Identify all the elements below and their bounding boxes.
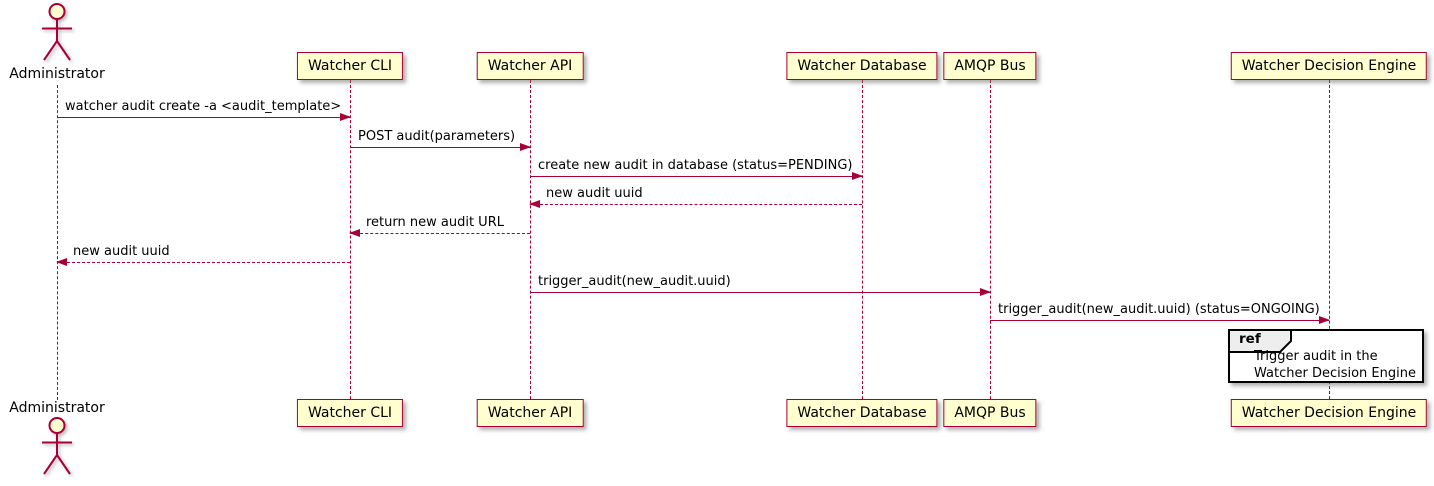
ref-fragment: ref Trigger audit in the Watcher Decisio…	[1228, 329, 1424, 383]
arrowhead-left-icon	[529, 200, 540, 208]
actor-label-administrator-top: Administrator	[9, 66, 105, 82]
message-label: trigger_audit(new_audit.uuid) (status=ON…	[998, 302, 1320, 317]
arrowhead-left-icon	[349, 229, 360, 237]
ref-tab-shape-icon	[1228, 329, 1292, 353]
participant-amqp-bus-bottom: AMQP Bus	[943, 399, 1037, 427]
message-label: POST audit(parameters)	[358, 129, 516, 144]
arrowhead-right-icon	[852, 172, 863, 180]
participant-watcher-cli-bottom: Watcher CLI	[296, 399, 404, 427]
lifeline-watcher-database	[862, 80, 863, 399]
message-label: return new audit URL	[366, 215, 504, 230]
message-label: create new audit in database (status=PEN…	[538, 158, 853, 173]
participant-watcher-cli-top: Watcher CLI	[296, 52, 404, 80]
ref-text: Trigger audit in the Watcher Decision En…	[1254, 348, 1416, 382]
message-label: new audit uuid	[546, 186, 643, 201]
lifeline-amqp-bus	[990, 80, 991, 399]
arrowhead-left-icon	[56, 258, 67, 266]
message-line	[530, 176, 862, 177]
message-line	[530, 292, 990, 293]
message-line	[57, 262, 350, 263]
participant-watcher-api-top: Watcher API	[476, 52, 584, 80]
participant-watcher-decision-engine-top: Watcher Decision Engine	[1230, 52, 1428, 80]
participant-watcher-api-bottom: Watcher API	[476, 399, 584, 427]
arrowhead-right-icon	[520, 143, 531, 151]
ref-text-line: Trigger audit in the	[1254, 349, 1378, 364]
message-line	[350, 233, 530, 234]
participant-watcher-decision-engine-bottom: Watcher Decision Engine	[1230, 399, 1428, 427]
ref-text-line: Watcher Decision Engine	[1254, 366, 1416, 381]
participant-watcher-database-bottom: Watcher Database	[786, 399, 938, 427]
message-label: watcher audit create -a <audit_template>	[65, 99, 342, 114]
message-label: trigger_audit(new_audit.uuid)	[538, 274, 731, 289]
message-line	[530, 204, 862, 205]
ref-tab: ref	[1228, 329, 1300, 353]
arrowhead-right-icon	[980, 288, 991, 296]
arrowhead-right-icon	[1319, 316, 1330, 324]
message-line	[57, 117, 350, 118]
actor-label-administrator-bottom: Administrator	[9, 400, 105, 416]
person-icon	[35, 416, 79, 482]
person-icon	[35, 2, 79, 68]
ref-keyword: ref	[1239, 331, 1261, 347]
lifeline-watcher-cli	[350, 80, 351, 399]
participant-amqp-bus-top: AMQP Bus	[943, 52, 1037, 80]
message-label: new audit uuid	[73, 244, 170, 259]
lifeline-watcher-api	[530, 80, 531, 399]
message-line	[350, 147, 530, 148]
lifeline-watcher-decision-engine	[1329, 80, 1330, 399]
arrowhead-right-icon	[340, 113, 351, 121]
lifeline-administrator	[57, 85, 58, 400]
message-line	[990, 320, 1329, 321]
participant-watcher-database-top: Watcher Database	[786, 52, 938, 80]
